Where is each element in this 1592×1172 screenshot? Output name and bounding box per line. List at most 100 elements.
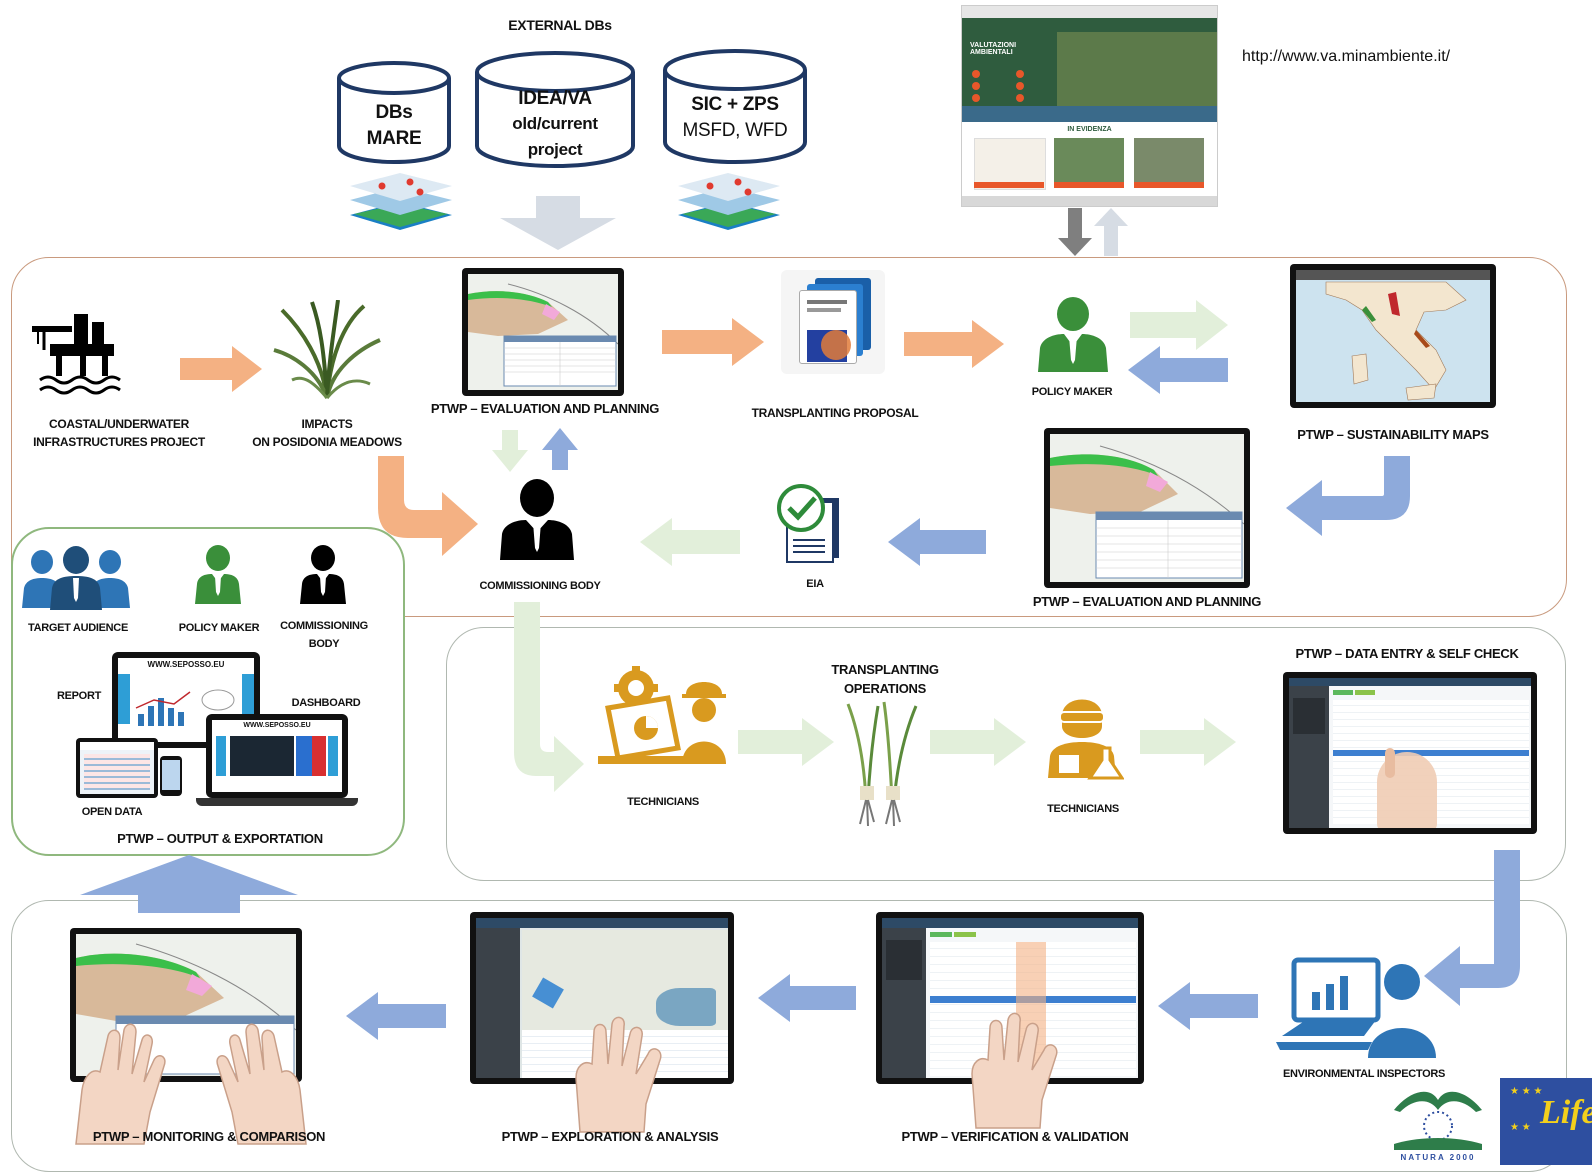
data-entry-label: PTWP – DATA ENTRY & SELF CHECK	[1295, 646, 1519, 661]
flow-arrow-orange-1	[180, 346, 262, 392]
eval-planning-label-2: PTWP – EVALUATION AND PLANNING	[1032, 594, 1262, 609]
hand-icon-3	[971, 1012, 1058, 1129]
policy-maker-icon-small	[195, 545, 241, 604]
flow-arrow-green-left	[640, 518, 740, 566]
db-down-arrow	[500, 196, 616, 250]
site-label-2: WWW.SEPOSSO.EU	[243, 722, 311, 729]
technicians-icon-2	[1048, 699, 1124, 780]
flow-arrow-blue-curve-1	[1286, 456, 1410, 536]
coastal-label-2: INFRASTRUCTURES PROJECT	[33, 435, 205, 449]
target-audience-label: TARGET AUDIENCE	[27, 622, 128, 634]
hands-icon-1	[75, 1023, 307, 1145]
sustainability-map-screen	[1290, 264, 1496, 408]
impacts-label-2: ON POSIDONIA MEADOWS	[252, 435, 402, 449]
website-url[interactable]: http://www.va.minambiente.it/	[1242, 48, 1451, 65]
map-layers-icon	[350, 173, 452, 230]
flow-arrow-orange-3	[904, 320, 1004, 368]
eval-planning-screen-1	[462, 268, 624, 396]
exploration-label: PTWP – EXPLORATION & ANALYSIS	[501, 1129, 719, 1144]
db-sic-label-1: SIC + ZPS	[691, 94, 779, 115]
flow-arrow-green-right-4	[1140, 718, 1236, 766]
operations-panel	[446, 627, 1566, 881]
output-policy-maker-label: POLICY MAKER	[178, 622, 260, 634]
policy-maker-label: POLICY MAKER	[1031, 386, 1113, 398]
commissioning-body-icon	[500, 479, 574, 560]
posidonia-grass-icon	[273, 300, 381, 399]
exploration-screen	[470, 912, 734, 1084]
output-title: PTWP – OUTPUT & EXPORTATION	[117, 831, 323, 846]
flow-arrow-green-right	[1130, 300, 1228, 350]
natura-2000-logo: NATURA 2000	[1390, 1080, 1486, 1165]
output-commissioning-label-2: BODY	[308, 638, 340, 650]
db-idea-cylinder	[475, 51, 635, 168]
flow-arrow-orange-2	[662, 318, 764, 366]
open-data-label: OPEN DATA	[81, 806, 143, 818]
flow-arrow-blue-left-2	[888, 518, 986, 566]
db-mare-cylinder	[337, 61, 451, 164]
db-mare-label-2: MARE	[366, 128, 422, 149]
website-section: IN EVIDENZA	[1067, 126, 1112, 133]
website-down-arrow	[1058, 208, 1092, 256]
transplanting-operations-label-1: TRANSPLANTING	[831, 662, 939, 677]
tablet-device	[76, 738, 158, 798]
technicians-label-1: TECHNICIANS	[627, 796, 699, 808]
commissioning-body-label: COMMISSIONING BODY	[479, 580, 601, 592]
flow-arrow-green-down-long	[514, 602, 584, 792]
dashboard-label: DASHBOARD	[291, 697, 361, 709]
technicians-label-2: TECHNICIANS	[1047, 803, 1119, 815]
flow-arrow-blue-up	[542, 428, 578, 470]
data-entry-screen	[1283, 672, 1537, 834]
transplanting-proposal-label: TRANSPLANTING PROPOSAL	[751, 406, 919, 420]
monitoring-label: PTWP – MONITORING & COMPARISON	[92, 1129, 326, 1144]
flow-arrow-orange-curve	[378, 456, 478, 556]
flow-arrow-blue-bent	[1424, 850, 1520, 1006]
db-sic-label-2: MSFD, WFD	[682, 120, 788, 141]
site-label-1: WWW.SEPOSSO.EU	[147, 660, 225, 669]
sustainability-maps-label: PTWP – SUSTAINABILITY MAPS	[1297, 427, 1489, 442]
hand-icon-2	[575, 1016, 662, 1133]
transplant-shoots-icon	[846, 701, 918, 827]
policy-maker-icon	[1038, 297, 1108, 372]
flow-arrow-blue-left	[1128, 346, 1228, 394]
flow-arrow-blue-up-big	[80, 855, 298, 913]
offshore-platform-icon	[32, 314, 121, 395]
website-screenshot: VALUTAZIONI AMBIENTALI IN EVIDENZA	[961, 5, 1218, 207]
flow-arrow-blue-left-4	[758, 974, 856, 1022]
top-process-panel	[11, 257, 1567, 617]
verification-label: PTWP – VERIFICATION & VALIDATION	[901, 1129, 1129, 1144]
commissioning-body-icon-small	[300, 545, 346, 604]
coastal-label-1: COASTAL/UNDERWATER	[49, 417, 189, 431]
life-logo: ★ ★ ★ ★ ★ Life	[1500, 1078, 1592, 1165]
map-layers-icon-2	[678, 173, 780, 230]
website-up-arrow	[1094, 208, 1128, 256]
flow-arrow-green-right-2	[738, 718, 834, 766]
db-mare-label-1: DBs	[375, 102, 413, 123]
dashboard-device: WWW.SEPOSSO.EU	[206, 714, 348, 798]
environmental-inspectors-label: ENVIRONMENTAL INSPECTORS	[1282, 1068, 1446, 1080]
output-commissioning-label-1: COMMISSIONING	[280, 620, 368, 632]
impacts-label-1: IMPACTS	[301, 417, 353, 431]
flow-arrow-blue-left-3	[346, 992, 446, 1040]
transplanting-proposal-icon	[781, 270, 885, 374]
flow-arrow-green-right-3	[930, 718, 1026, 766]
eia-label: EIA	[806, 578, 824, 590]
db-idea-label-3: project	[527, 140, 583, 159]
flow-arrow-green-down	[492, 430, 528, 472]
db-idea-label-2: old/current	[512, 114, 598, 133]
db-idea-label-1: IDEA/VA	[518, 88, 592, 109]
report-label: REPORT	[56, 690, 102, 702]
db-sic-cylinder	[663, 49, 807, 164]
website-header-title: VALUTAZIONI AMBIENTALI	[970, 42, 1017, 56]
eia-document-icon	[777, 484, 839, 563]
target-audience-icon	[22, 546, 130, 610]
verification-screen	[876, 912, 1144, 1084]
environmental-inspectors-icon	[1276, 957, 1436, 1058]
external-dbs-title: EXTERNAL DBs	[508, 17, 612, 33]
life-logo-text: Life	[1540, 1094, 1592, 1131]
phone-device	[160, 756, 182, 796]
eval-planning-screen-2	[1044, 428, 1250, 588]
technicians-icon-1	[598, 666, 726, 764]
eval-planning-label-1: PTWP – EVALUATION AND PLANNING	[430, 401, 660, 416]
transplanting-operations-label-2: OPERATIONS	[844, 681, 926, 696]
flow-arrow-blue-left-5	[1158, 982, 1258, 1030]
